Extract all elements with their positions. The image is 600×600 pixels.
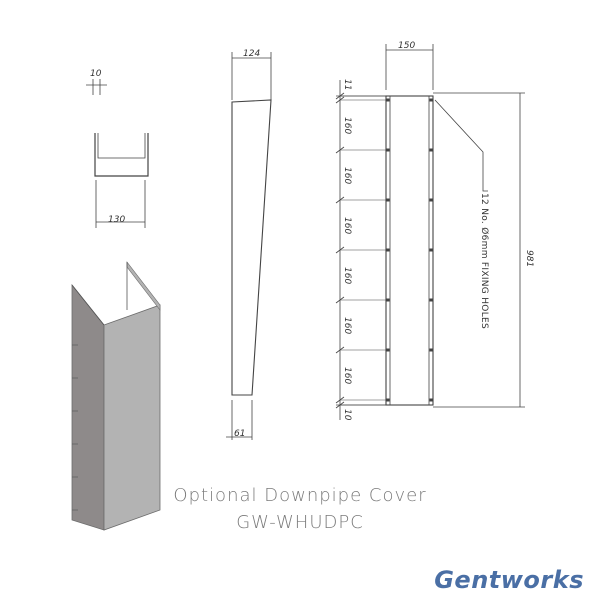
fixing-hole	[429, 148, 433, 152]
front-view	[336, 44, 525, 420]
dim-profile-base: 130	[108, 215, 125, 225]
fixing-hole	[386, 298, 390, 302]
spacing-label: 160	[342, 117, 352, 134]
fixing-hole	[429, 398, 433, 402]
fixing-hole	[386, 198, 390, 202]
dimension-ticks	[335, 92, 388, 409]
fixing-hole	[386, 248, 390, 252]
side-view	[226, 52, 272, 440]
fixing-hole	[429, 348, 433, 352]
spacing-label: 160	[342, 367, 352, 384]
product-code: GW-WHUDPC	[236, 512, 364, 533]
fixing-holes-note: 12 No. Ø6mm FIXING HOLES	[479, 193, 490, 329]
fixing-hole	[429, 98, 433, 102]
front-panel	[103, 304, 161, 531]
iso-fixing-holes	[72, 344, 78, 511]
isometric-view	[71, 261, 161, 531]
profile-view	[86, 79, 149, 228]
dim-bottom-margin: 10	[342, 409, 352, 421]
dim-profile-top: 10	[90, 69, 102, 79]
dim-side-bottom: 61	[234, 429, 245, 439]
spacing-label: 160	[342, 267, 352, 284]
fixing-hole	[386, 148, 390, 152]
spacing-label: 160	[342, 217, 352, 234]
dim-top-margin: 11	[342, 79, 352, 90]
fixing-hole	[429, 298, 433, 302]
spacing-label: 160	[342, 317, 352, 334]
flange	[126, 261, 161, 311]
drawing-title: Optional Downpipe Cover	[173, 485, 427, 506]
fixing-hole	[386, 98, 390, 102]
brand-logo: Gentworks	[434, 566, 584, 594]
fixing-holes	[386, 98, 433, 402]
fixing-hole	[429, 198, 433, 202]
fixing-hole	[386, 348, 390, 352]
dim-side-top: 124	[243, 49, 260, 59]
dim-front-width: 150	[398, 41, 415, 51]
fixing-hole	[429, 248, 433, 252]
spacing-labels: 160 160 160 160 160 160	[342, 117, 352, 384]
dim-overall-height: 981	[524, 250, 534, 267]
fixing-hole	[386, 398, 390, 402]
spacing-label: 160	[342, 167, 352, 184]
